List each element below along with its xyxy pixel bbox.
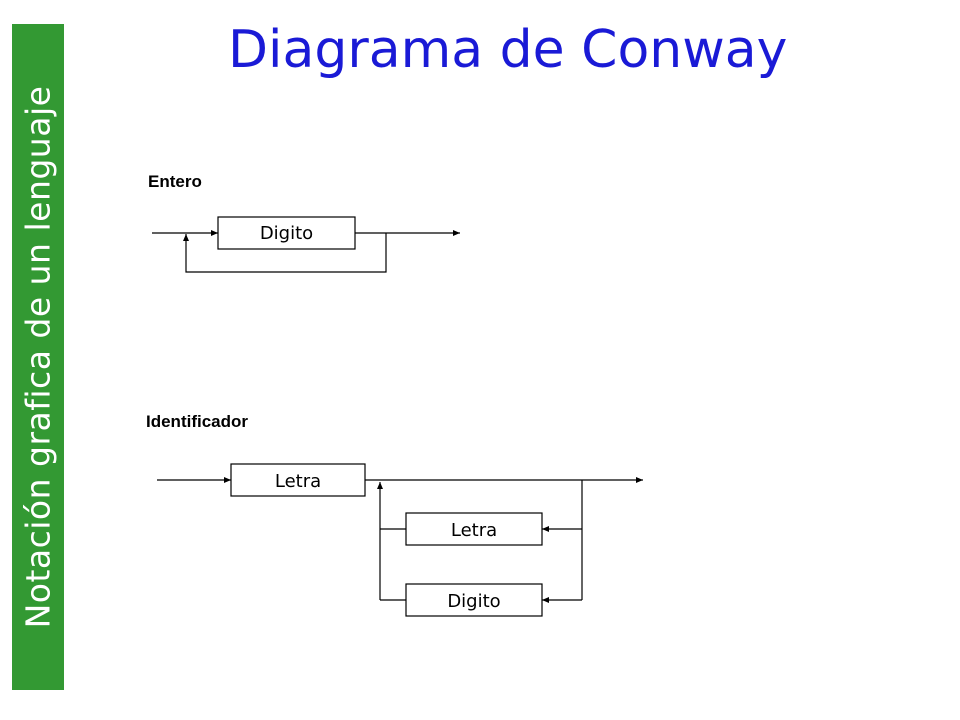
page-title: Diagrama de Conway xyxy=(228,20,788,80)
identificador-label: Identificador xyxy=(146,412,249,431)
identificador-diagram xyxy=(157,463,643,617)
entero-loop-line xyxy=(183,233,387,273)
ident-letra-main-box xyxy=(230,463,366,497)
ident-letra-loop-box xyxy=(405,512,543,546)
ident-letra-main-text: Letra xyxy=(275,471,321,492)
entero-digito-box xyxy=(217,216,356,250)
entero-diagram xyxy=(152,216,460,273)
entero-label: Entero xyxy=(148,172,202,191)
entero-digito-text: Digito xyxy=(260,223,313,244)
ident-letra-loop-text: Letra xyxy=(451,520,497,541)
side-banner: Notación grafica de un lenguaje xyxy=(12,24,64,690)
ident-digito-loop-box xyxy=(405,583,543,617)
ident-digito-loop-text: Digito xyxy=(447,591,500,612)
